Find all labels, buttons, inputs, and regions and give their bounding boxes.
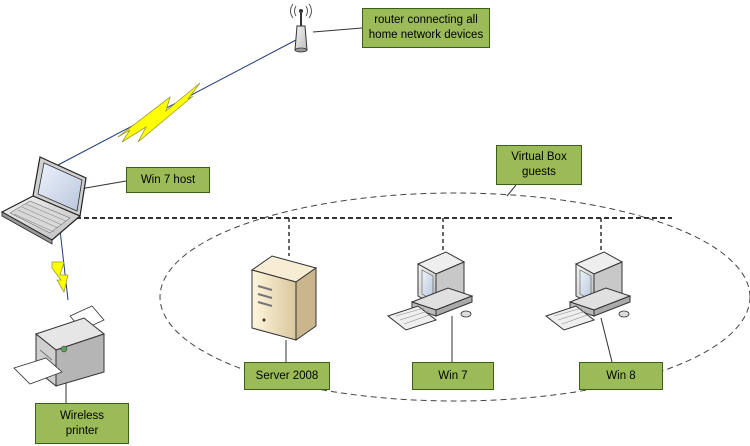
win8-label: Win 8 bbox=[579, 362, 663, 390]
server2008-label: Server 2008 bbox=[244, 362, 330, 390]
lightning-bolt-printer bbox=[51, 261, 69, 294]
win7-label: Win 7 bbox=[412, 362, 494, 390]
router-label: router connecting all home network devic… bbox=[362, 8, 490, 48]
leader-win7-host bbox=[79, 180, 127, 190]
leader-vbox bbox=[506, 184, 517, 197]
laptop-icon bbox=[0, 156, 87, 245]
server-icon bbox=[250, 255, 318, 341]
printer-icon bbox=[13, 305, 106, 388]
virtualbox-boundary bbox=[159, 192, 750, 402]
leader-win8 bbox=[600, 317, 613, 363]
wireless-link-printer bbox=[59, 229, 69, 301]
wireless-printer-label: Wireless printer bbox=[35, 403, 129, 444]
desktop-computer-icon bbox=[544, 251, 632, 331]
leader-router bbox=[312, 27, 363, 33]
win7-host-label: Win 7 host bbox=[126, 167, 210, 193]
lightning-bolt-router bbox=[117, 82, 201, 143]
router-icon bbox=[290, 3, 312, 53]
virtualbox-guests-label: Virtual Box guests bbox=[496, 145, 582, 185]
desktop-computer-icon bbox=[386, 251, 474, 331]
